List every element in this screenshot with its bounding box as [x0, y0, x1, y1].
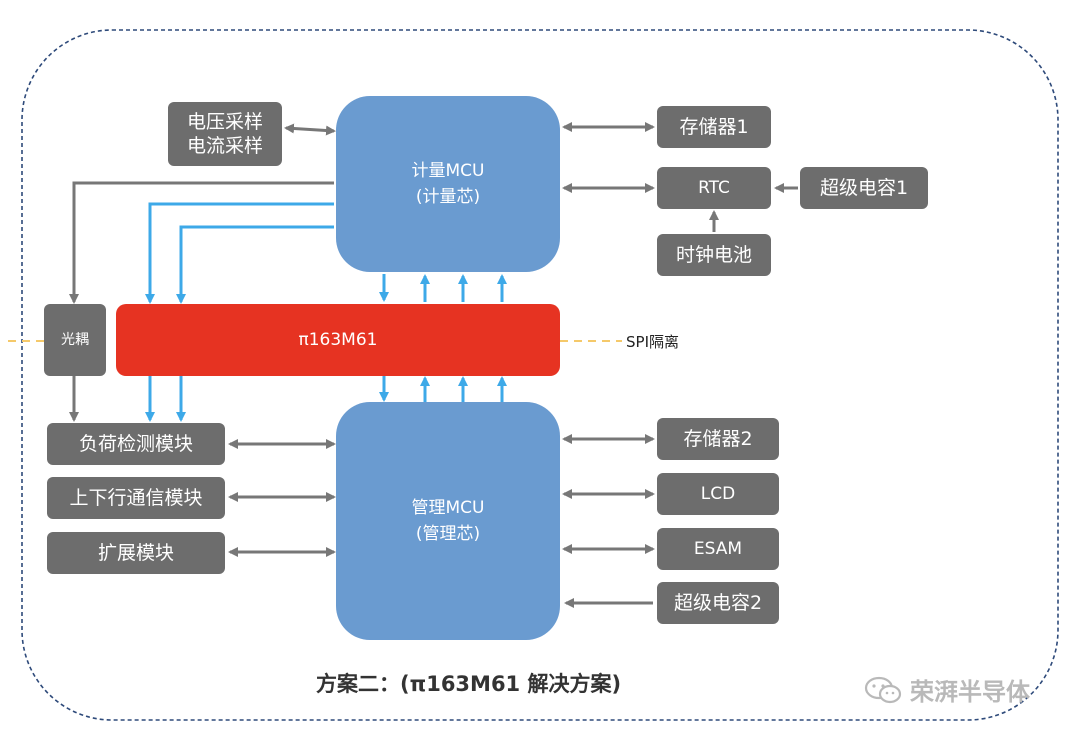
lcd-box: LCD [657, 473, 779, 515]
clock-battery-label: 时钟电池 [675, 244, 752, 266]
esam-label: ESAM [693, 539, 743, 559]
metering-mcu: 计量MCU (计量芯) [336, 96, 560, 272]
esam-box: ESAM [657, 528, 779, 570]
metering-mcu-subtitle: (计量芯) [415, 187, 481, 207]
diagram-caption: 方案二：(π163M61 解决方案) [316, 672, 622, 696]
supercap2-box: 超级电容2 [657, 582, 779, 624]
watermark: 荣湃半导体 [864, 672, 1030, 707]
expansion-module-box: 扩展模块 [47, 532, 225, 574]
load-detect-box: 负荷检测模块 [47, 423, 225, 465]
comm-module-box: 上下行通信模块 [47, 477, 225, 519]
blue-path-1 [145, 202, 334, 304]
clock-battery-box: 时钟电池 [657, 234, 771, 276]
rtc-box: RTC [657, 167, 771, 209]
blue-path-2 [176, 225, 334, 304]
outer-border [21, 29, 1059, 721]
storage1-box: 存储器1 [657, 106, 771, 148]
comm-module-label: 上下行通信模块 [69, 487, 203, 509]
current-sampling-label: 电流采样 [186, 135, 263, 157]
optocoupler-box: 光耦 [44, 304, 106, 376]
optocoupler-label: 光耦 [61, 332, 89, 348]
supercap2-label: 超级电容2 [673, 592, 763, 614]
storage2-box: 存储器2 [657, 418, 779, 460]
rtc-label: RTC [698, 178, 730, 198]
watermark-text: 荣湃半导体 [910, 678, 1030, 706]
management-mcu-title: 管理MCU [411, 498, 485, 518]
arrow-sampling [284, 123, 336, 136]
spi-isolation-label: SPI隔离 [626, 333, 679, 351]
metering-mcu-title: 计量MCU [411, 161, 485, 181]
isolator-chip: π163M61 [116, 304, 560, 376]
management-mcu-subtitle: (管理芯) [415, 524, 481, 544]
isolator-label: π163M61 [298, 330, 378, 350]
storage2-label: 存储器2 [683, 428, 753, 450]
wechat-icon [864, 676, 902, 703]
expansion-module-label: 扩展模块 [97, 542, 174, 564]
supercap1-box: 超级电容1 [800, 167, 928, 209]
path-mcu-opto [69, 181, 334, 304]
lcd-label: LCD [700, 484, 736, 504]
sampling-box: 电压采样 电流采样 [168, 102, 282, 166]
voltage-sampling-label: 电压采样 [186, 111, 263, 133]
supercap1-label: 超级电容1 [819, 177, 909, 199]
management-mcu: 管理MCU (管理芯) [336, 402, 560, 640]
load-detect-label: 负荷检测模块 [78, 433, 193, 455]
storage1-label: 存储器1 [679, 116, 749, 138]
